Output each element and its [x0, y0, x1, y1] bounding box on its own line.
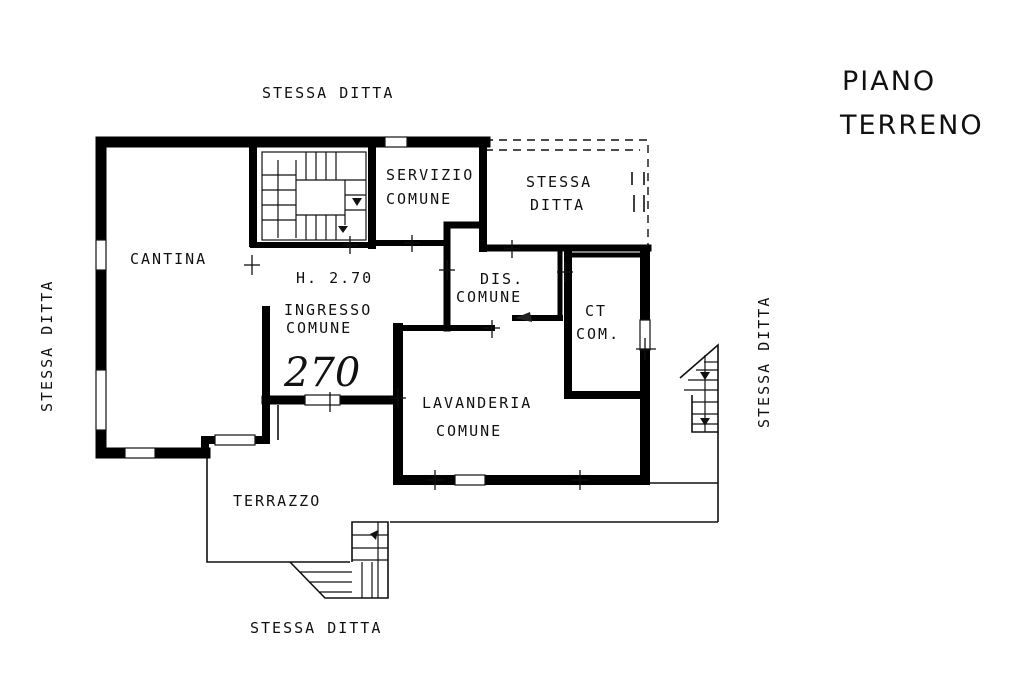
room-label-ct-line1: CT	[585, 302, 607, 320]
room-label-stessa-ditta-line2: DITTA	[530, 196, 585, 214]
step-mark	[515, 312, 532, 322]
walls	[95, 136, 652, 485]
room-label-servizio-line2: COMUNE	[386, 190, 452, 208]
room-label-stessa-ditta-line1: STESSA	[526, 173, 592, 191]
door-marks	[244, 235, 656, 490]
border-label-right: STESSA DITTA	[755, 296, 773, 428]
room-label-dis-line2: COMUNE	[456, 288, 522, 306]
room-label-lavanderia-line1: LAVANDERIA	[422, 394, 532, 412]
external-staircase-right	[679, 343, 719, 433]
plan-title-line1: PIANO	[842, 66, 936, 97]
room-label-cantina: CANTINA	[130, 250, 207, 268]
border-label-left: STESSA DITTA	[38, 280, 56, 412]
room-label-servizio-line1: SERVIZIO	[386, 166, 474, 184]
room-label-terrazzo: TERRAZZO	[233, 492, 321, 510]
terrace-staircase	[289, 521, 389, 599]
handwritten-note-270: 270	[283, 350, 360, 396]
room-label-ingresso-line1: INGRESSO	[284, 301, 372, 319]
window-marks	[95, 136, 651, 486]
room-height-ingresso: H. 2.70	[296, 269, 373, 287]
room-label-ct-line2: COM.	[576, 325, 620, 343]
room-label-lavanderia-line2: COMUNE	[436, 422, 502, 440]
border-label-bottom: STESSA DITTA	[250, 619, 382, 637]
plan-title-line2: TERRENO	[839, 110, 984, 141]
terrace-outline	[206, 405, 719, 563]
room-label-dis-line1: DIS.	[480, 270, 524, 288]
adjacent-property-dashed	[485, 139, 649, 248]
internal-staircase	[261, 151, 367, 241]
border-label-top: STESSA DITTA	[262, 84, 394, 102]
room-label-ingresso-line2: COMUNE	[286, 319, 352, 337]
